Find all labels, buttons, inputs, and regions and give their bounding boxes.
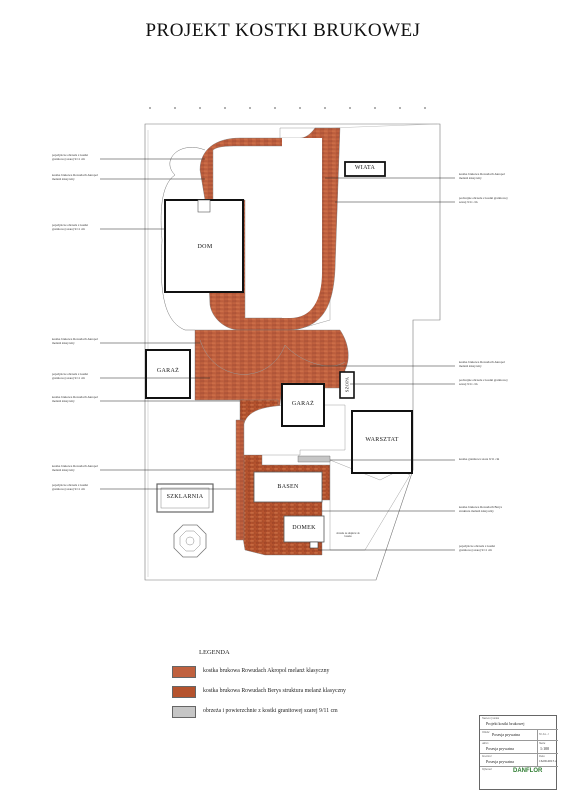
label-warsztat: WARSZTAT (365, 437, 399, 443)
title-block: Nazwa rysunku Projekt kostki brukowej Ob… (479, 715, 558, 791)
garden-curve (160, 147, 206, 331)
leader-lines-right (310, 177, 455, 551)
label-dom: DOM (197, 244, 213, 250)
danflor-logo: DANFLOR (513, 768, 543, 774)
tb-investor-value: Posesja prywatna (486, 759, 514, 764)
road-line (329, 123, 438, 129)
tb-scale-value: 1:100 (540, 746, 550, 751)
tb-no-label: Nr lus. 1 (539, 733, 549, 736)
page-title: PROJEKT KOSTKI BRUKOWEJ (145, 20, 421, 41)
legend-item: obrzeża i powierzchnie z kostki granitow… (172, 706, 412, 720)
tb-no-cell: Nr lus. 1 (537, 730, 559, 740)
tb-author-label: Wykonał (482, 768, 492, 771)
tb-name-label: Nazwa rysunku (482, 717, 500, 720)
granite-strip (297, 455, 331, 463)
legend-item: kostka brukowa Rowudach Berys struktura … (172, 686, 412, 700)
tb-investor-label: Inwestor (482, 755, 492, 758)
parking-cutout (282, 138, 322, 318)
gazebo (173, 524, 207, 558)
tb-row-name: Nazwa rysunku Projekt kostki brukowej (480, 716, 558, 729)
dom-entry (197, 199, 211, 213)
annotation-left-4: kostka brukowa Rowudach Akropol melanż k… (52, 337, 98, 345)
label-wiata: WIATA (354, 165, 376, 171)
domek-step (309, 541, 319, 549)
annotation-right-6: kostka brukowa Rowudach Berys struktura … (459, 505, 502, 513)
building-warsztat (351, 410, 413, 474)
legend-title: LEGENDA (199, 649, 230, 656)
building-szklarnia (156, 483, 214, 513)
tb-address-label: Adres (482, 742, 489, 745)
annotation-left-3: pojedyncze obrzeże z kostki granitowej s… (52, 223, 89, 231)
annotation-right-3: kostka brukowa Rowudach Akropol melanż k… (459, 360, 505, 368)
legend-text: kostka brukowa Rowudach Akropol melanż k… (203, 668, 330, 674)
annotation-left-6: kostka brukowa Rowudach Akropol melanż k… (52, 395, 98, 403)
annotation-left-5: pojedyncze obrzeże z kostki granitowej s… (52, 372, 89, 380)
tb-row-author: Wykonał (480, 766, 558, 791)
property-markers (149, 107, 426, 109)
label-garaz-left: GARAŻ (156, 368, 180, 374)
label-garaz-center: GARAŻ (291, 401, 315, 407)
building-szopa (339, 371, 355, 399)
annotation-small-note: obrzeże ze słupków do basenu (336, 532, 360, 538)
legend-text: obrzeża i powierzchnie z kostki granitow… (203, 708, 338, 714)
tb-name-value: Projekt kostki brukowej (486, 721, 525, 726)
legend-text: kostka brukowa Rowudach Berys struktura … (203, 688, 346, 694)
building-dom (164, 199, 244, 293)
tb-scale-label: Skala (539, 742, 546, 745)
tb-address-value: Posesja prywatna (486, 746, 514, 751)
legend-item: kostka brukowa Rowudach Akropol melanż k… (172, 666, 412, 680)
building-garaz-center (281, 383, 325, 427)
label-szklarnia: SZKLARNIA (166, 494, 204, 500)
plot-boundary (144, 123, 441, 581)
tb-row-investor: Inwestor Posesja prywatna Data 16.09.201… (480, 753, 558, 766)
szklarnia-inner (160, 487, 210, 509)
legend-swatch-berys (172, 686, 196, 698)
turning-arc-2 (284, 344, 346, 367)
tb-date-value: 16.09.2015 r. (539, 759, 557, 763)
tb-owner-value: Posesja prywatna (492, 732, 520, 737)
label-basen: BASEN (277, 484, 299, 490)
annotation-right-1: kostka brukowa Rowudach Akropol melanż k… (459, 172, 505, 180)
tb-date-cell: Data 16.09.2015 r. (537, 754, 559, 766)
paving-south-left (235, 419, 245, 541)
label-szopa: SZOPA (344, 376, 350, 393)
building-wiata (344, 161, 386, 177)
tb-owner-label: Obiekt (482, 731, 490, 734)
annotation-right-5: kostka granitowa szara 9/11 cm (459, 457, 500, 461)
annotation-left-7: kostka brukowa Rowudach Akropol melanż k… (52, 464, 98, 472)
annotation-left-8: pojedyncze obrzeże z kostki granitowej s… (52, 483, 89, 491)
building-garaz-left (145, 349, 191, 399)
tb-date-label: Data (539, 755, 545, 758)
annotation-left-1: pojedyncze obrzeże z kostki granitowej s… (52, 153, 89, 161)
legend-swatch-granite (172, 706, 196, 718)
leader-lines-left (100, 158, 240, 490)
building-domek (283, 515, 325, 543)
legend-swatch-akropol (172, 666, 196, 678)
building-basen (253, 471, 323, 503)
annotation-left-2: kostka brukowa Rowudach Akropol melanż k… (52, 173, 98, 181)
tb-scale-cell: Skala 1:100 (537, 741, 559, 753)
tb-row-owner: Obiekt Posesja prywatna Nr lus. 1 (480, 729, 558, 740)
label-domek: DOMEK (292, 525, 316, 531)
annotation-right-7: pojedyncze obrzeże z kostki granitowej s… (459, 544, 496, 552)
annotation-right-2: podwójne obrzeże z kostki granitowej sza… (459, 196, 508, 204)
tb-row-address: Adres Posesja prywatna Skala 1:100 (480, 740, 558, 753)
annotation-right-4: podwójne obrzeże z kostki granitowej sza… (459, 378, 508, 386)
